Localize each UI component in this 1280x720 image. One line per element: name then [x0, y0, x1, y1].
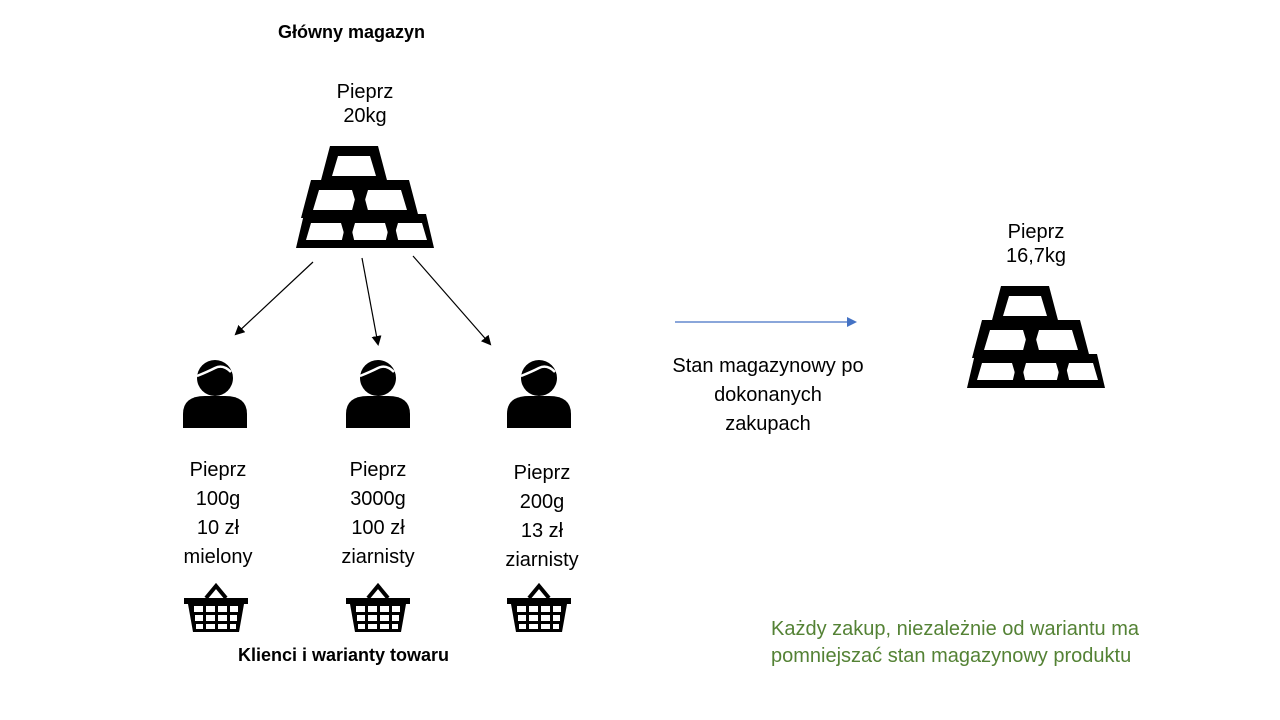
warehouse-stock-icon: [296, 146, 434, 248]
arrow-to-customer-3: [412, 255, 492, 346]
customer-1-person-icon: [181, 358, 249, 430]
result-stock: 16,7kg: [1005, 245, 1067, 267]
customer-3-details: Pieprz 200g 13 zł ziarnisty: [492, 459, 592, 575]
warehouse-product-name: Pieprz: [336, 81, 394, 103]
customer-amount: 200g: [519, 491, 565, 513]
customer-2-person-icon: [344, 358, 412, 430]
note: Każdy zakup, niezależnie od wariantu ma …: [771, 616, 1139, 670]
customer-variant: ziarnisty: [505, 549, 579, 571]
result-stock-icon: [967, 286, 1105, 388]
customer-price: 13 zł: [520, 520, 564, 542]
customer-3-person-icon: [505, 358, 573, 430]
note-line-1: Każdy zakup, niezależnie od wariantu ma: [771, 618, 1139, 640]
arrow-to-customer-2: [361, 257, 382, 346]
customer-product: Pieprz: [349, 459, 407, 481]
customer-amount: 100g: [195, 488, 241, 510]
result-product-name: Pieprz: [1007, 221, 1065, 243]
customer-1-details: Pieprz 100g 10 zł mielony: [168, 456, 268, 572]
warehouse-label: Pieprz 20kg: [320, 80, 410, 128]
customer-amount: 3000g: [350, 488, 406, 510]
arrow-to-customer-1: [234, 261, 314, 336]
customer-product: Pieprz: [513, 462, 571, 484]
result-label: Pieprz 16,7kg: [986, 220, 1086, 268]
customer-3-basket-icon: [505, 584, 573, 634]
transition-line-1: Stan magazynowy po: [672, 355, 864, 377]
transition-caption: Stan magazynowy po dokonanych zakupach: [658, 352, 878, 439]
customers-caption: Klienci i warianty towaru: [238, 645, 450, 665]
customer-variant: mielony: [183, 546, 253, 568]
customer-2-basket-icon: [344, 584, 412, 634]
warehouse-title: Główny magazyn: [278, 22, 426, 42]
customer-2-details: Pieprz 3000g 100 zł ziarnisty: [328, 456, 428, 572]
customer-variant: ziarnisty: [341, 546, 415, 568]
warehouse-stock: 20kg: [343, 105, 387, 127]
note-line-2: pomniejszać stan magazynowy produktu: [771, 645, 1132, 667]
transition-line-2: dokonanych: [714, 384, 822, 406]
customer-price: 100 zł: [351, 517, 405, 539]
customer-price: 10 zł: [196, 517, 240, 539]
transition-line-3: zakupach: [725, 413, 811, 435]
customer-product: Pieprz: [189, 459, 247, 481]
customer-1-basket-icon: [182, 584, 250, 634]
